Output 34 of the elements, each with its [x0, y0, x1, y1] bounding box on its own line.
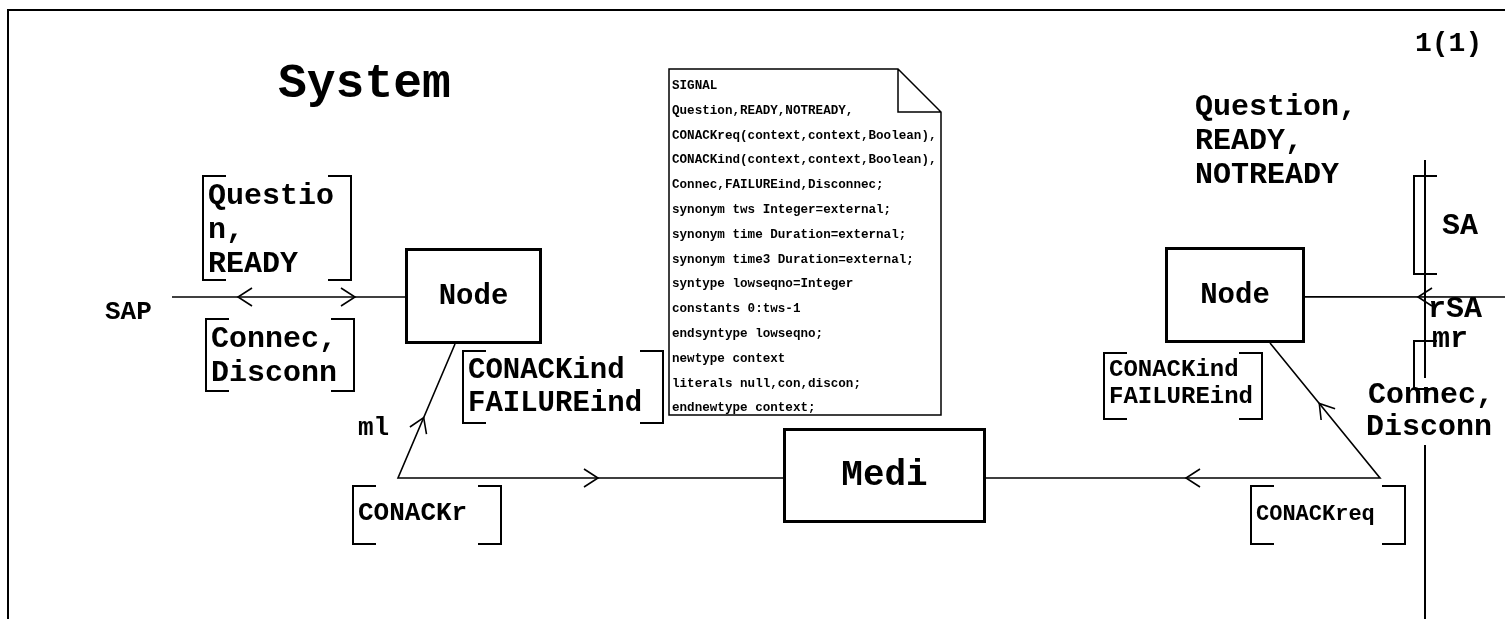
process-box: Node: [405, 248, 542, 344]
channel-arrow: [171, 287, 406, 307]
note-line: synonym time Duration=external;: [672, 226, 908, 244]
label: 1(1): [1415, 28, 1484, 60]
note-line: Connec,FAILUREind,Disconnec;: [672, 177, 885, 195]
channel-arrow: [1304, 287, 1505, 307]
note-line: CONACKind(context,context,Boolean),: [672, 152, 938, 170]
note-line: synonym time3 Duration=external;: [672, 251, 915, 269]
label: Connec,: [1368, 378, 1496, 413]
note-line: Question,READY,NOTREADY,: [672, 102, 855, 120]
signal-list: CONACKr: [352, 485, 502, 545]
note-line: syntype lowseqno=Integer: [672, 276, 855, 294]
note-line: CONACKreq(context,context,Boolean),: [672, 127, 938, 145]
diagram-title: System: [278, 58, 451, 111]
signal-list: Question, READY: [202, 175, 352, 281]
text-annotation: [668, 68, 942, 416]
note-line: synonym tws Integer=external;: [672, 202, 893, 219]
label: Disconn: [1366, 410, 1494, 445]
process-box: Node: [1165, 247, 1305, 343]
note-line: literals null,con,discon;: [672, 375, 862, 393]
signal-list: Connec, Disconn: [205, 318, 355, 392]
signal-list: CONACKind FAILUREind: [1103, 352, 1263, 420]
signal-list: CONACKreq: [1250, 485, 1406, 545]
note-line: constants 0:tws-1: [672, 301, 802, 319]
signal-list: CONACKind FAILUREind: [462, 350, 664, 424]
note-line: newtype context: [672, 350, 787, 368]
process-box: Medi: [783, 428, 986, 523]
note-line: endnewtype context;: [672, 400, 817, 418]
channel-arrow: [985, 342, 1382, 488]
note-line: endsyntype lowseqno;: [672, 325, 825, 343]
note-line: SIGNAL: [672, 78, 719, 95]
endpoint-label: SAP: [100, 285, 172, 325]
label: Question, READY, NOTREADY: [1195, 90, 1359, 193]
label: ml: [358, 414, 391, 444]
